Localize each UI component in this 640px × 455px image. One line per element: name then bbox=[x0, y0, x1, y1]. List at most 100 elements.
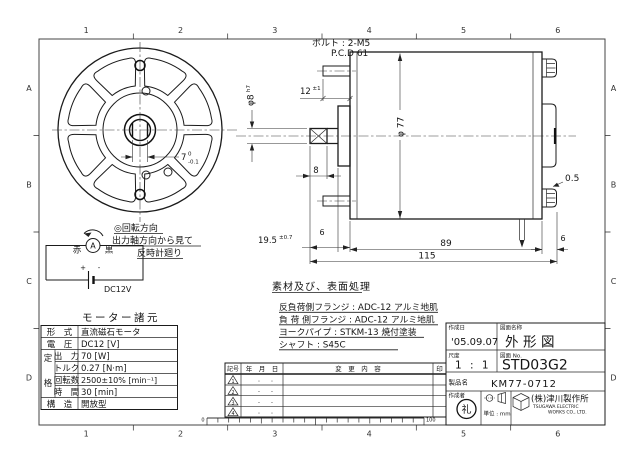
svg-text:.: . bbox=[258, 376, 260, 384]
brush-cap-top bbox=[542, 58, 557, 78]
zone-col-1: 1 bbox=[84, 26, 89, 35]
spec-title: モーター諸元 bbox=[82, 311, 160, 324]
dim-8: 8 bbox=[296, 146, 341, 264]
company-logo bbox=[512, 393, 530, 411]
dim-6r-value: 6 bbox=[560, 234, 565, 243]
dim-bottom: 19.5 ±0.7 6 89 6 115 bbox=[258, 168, 568, 264]
dim-0-5: 0.5 bbox=[552, 174, 579, 187]
dim-phi8-tol: h7 bbox=[246, 85, 252, 92]
zone-col-2: 2 bbox=[178, 26, 183, 35]
dim-8-value: 8 bbox=[313, 166, 318, 176]
dim-195-tol: ±0.7 bbox=[279, 235, 293, 241]
spec-label-1: 形 式 bbox=[47, 327, 73, 338]
revision-triangle-icon-2: 2 bbox=[227, 385, 239, 396]
dim-7-lower-tol: -0.1 bbox=[188, 160, 199, 166]
spec-label-3: 出 力 bbox=[54, 351, 80, 362]
spec-label-2: 電 圧 bbox=[47, 340, 73, 350]
zone-col-3: 3 bbox=[272, 26, 277, 35]
svg-text:.: . bbox=[258, 408, 260, 416]
ccw-arrow-icon bbox=[83, 229, 104, 237]
rev-header-sym: 記号 bbox=[227, 365, 239, 373]
revision-date-dots: . . . . . . . . bbox=[258, 376, 273, 416]
terminal-pin bbox=[519, 219, 525, 248]
bolt-note: ボルト : 2-M5 bbox=[312, 38, 370, 49]
zone-row-c-r: C bbox=[611, 277, 617, 286]
rev-mark-2: 2 bbox=[231, 390, 234, 396]
rotation-line1: 出力軸方向から見て bbox=[112, 235, 193, 247]
title-block: 作成日 '05.09.07 図面名称 外形図 尺度 1 : 1 図面 No. S… bbox=[445, 322, 606, 426]
front-boss bbox=[337, 105, 351, 167]
scale-label: 尺度 bbox=[449, 352, 461, 360]
dim-195-value: 19.5 bbox=[258, 236, 277, 246]
rev-header-stamp: 印 bbox=[436, 365, 443, 373]
product-label: 製品名 bbox=[449, 378, 469, 387]
zone-col-6b: 6 bbox=[555, 430, 560, 439]
rev-header-date: 年 月 日 bbox=[246, 364, 279, 373]
rev-header-content: 変 更 内 容 bbox=[335, 364, 381, 373]
materials-line-4: シャフト : S45C bbox=[279, 341, 346, 351]
rivet-hole-2 bbox=[141, 170, 151, 180]
dim-89-value: 89 bbox=[440, 239, 452, 249]
bolt-hole-bottom bbox=[134, 188, 146, 201]
rev-mark-1: 1 bbox=[231, 379, 234, 385]
svg-text:.: . bbox=[271, 397, 273, 405]
product-name: KM77-0712 bbox=[491, 379, 557, 390]
zone-col-3b: 3 bbox=[272, 430, 277, 439]
zone-row-d: D bbox=[26, 374, 32, 383]
svg-text:.: . bbox=[258, 397, 260, 405]
rotation-note: ◎回転方向 出力軸方向から見て 反時計廻り bbox=[112, 222, 201, 259]
brush-cap-bottom bbox=[542, 188, 557, 208]
dim-phi77-value: φ 77 bbox=[397, 117, 407, 137]
zone-row-a-r: A bbox=[611, 84, 617, 93]
materials-note: 素材及び、表面処理 反負荷側フランジ : ADC-12 アルミ地肌 負 荷 側フ… bbox=[272, 280, 438, 351]
spec-value-6: 30 [min] bbox=[81, 388, 117, 398]
revision-triangle-icon-3: 3 bbox=[227, 396, 239, 406]
zone-col-4b: 4 bbox=[367, 430, 372, 439]
author-label: 作成者 bbox=[449, 392, 466, 400]
creation-date: '05.09.07 bbox=[451, 337, 498, 348]
dim-7-value: 7 bbox=[181, 153, 186, 163]
ruler-hundred: 100 bbox=[426, 418, 436, 424]
drawing-name: 外形図 bbox=[505, 335, 559, 351]
drawing-name-label: 図面名称 bbox=[500, 324, 523, 332]
scale-value: 1 : 1 bbox=[455, 360, 491, 372]
zone-row-b: B bbox=[26, 181, 32, 190]
spec-value-4: 0.27 [N·m] bbox=[81, 364, 127, 374]
rivet-hole-3 bbox=[163, 167, 173, 177]
projection-symbol-icon bbox=[484, 392, 506, 404]
battery-minus: - bbox=[98, 264, 101, 272]
drawing-frame: 1 2 3 4 5 6 1 2 3 4 5 6 A B C D A B C D bbox=[26, 26, 617, 439]
dim-7: 7 0 -0.1 bbox=[121, 140, 199, 166]
materials-title: 素材及び、表面処理 bbox=[272, 280, 371, 293]
spec-value-7: 開放型 bbox=[81, 399, 107, 410]
dim-0-5-value: 0.5 bbox=[565, 174, 579, 184]
spec-table: モーター諸元 形 式 直流磁石モータ 電 圧 DC12 [V] 定 格 出 力 … bbox=[40, 311, 178, 410]
zone-col-5b: 5 bbox=[461, 430, 466, 439]
svg-text:.: . bbox=[271, 386, 273, 394]
date-label: 作成日 bbox=[449, 324, 466, 332]
bolt-hole-top bbox=[134, 59, 146, 72]
dim-phi8: φ8 h7 bbox=[246, 85, 307, 162]
author-seal: 礼 bbox=[456, 398, 477, 420]
rev-mark-4: 4 bbox=[231, 411, 234, 417]
circuit-diagram: A 赤 黒 + - DC12V bbox=[45, 229, 144, 294]
drawing-no-label: 図面 No. bbox=[500, 353, 522, 360]
dim-12-value: 12 bbox=[300, 87, 311, 97]
svg-text:.: . bbox=[271, 408, 273, 416]
voltage-label: DC12V bbox=[104, 285, 132, 294]
ammeter-icon bbox=[85, 238, 101, 253]
black-lead-label: 黒 bbox=[105, 246, 114, 256]
materials-line-3: ヨークパイプ : STKM-13 焼付塗装 bbox=[279, 326, 417, 338]
materials-line-2: 負 荷 側フランジ : ADC-12 アルミ地肌 bbox=[279, 314, 435, 326]
battery-plus: + bbox=[80, 264, 86, 272]
zone-row-b-r: B bbox=[611, 181, 617, 190]
company-name: (株)津川製作所 bbox=[531, 394, 589, 405]
dim-12-tol: ±1 bbox=[313, 86, 321, 92]
zone-col-6: 6 bbox=[555, 26, 560, 35]
materials-line-1: 反負荷側フランジ : ADC-12 アルミ地肌 bbox=[279, 301, 438, 313]
svg-text:.: . bbox=[258, 386, 260, 394]
zone-col-1b: 1 bbox=[84, 430, 89, 439]
zone-row-c: C bbox=[26, 277, 32, 286]
